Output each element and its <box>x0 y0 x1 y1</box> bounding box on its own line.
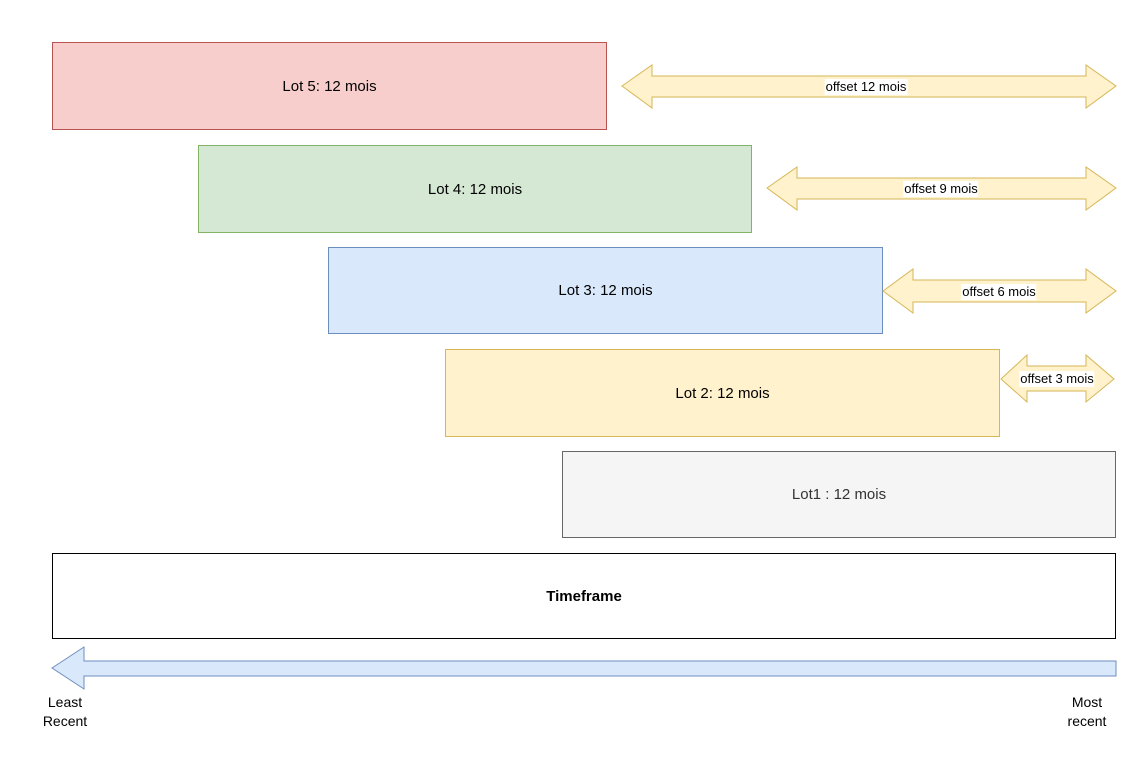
timeframe-box: Timeframe <box>52 553 1116 639</box>
lot-2-box: Lot 2: 12 mois <box>445 349 1000 437</box>
offset-12-label: offset 12 mois <box>824 79 908 95</box>
timeframe-label: Timeframe <box>546 587 622 605</box>
offset-3-label: offset 3 mois <box>1019 371 1095 387</box>
lot-2-label: Lot 2: 12 mois <box>675 384 770 402</box>
lot-1-box: Lot1 : 12 mois <box>562 451 1116 538</box>
lot-5-label: Lot 5: 12 mois <box>282 77 377 95</box>
lot-3-label: Lot 3: 12 mois <box>558 282 653 299</box>
lot-1-label: Lot1 : 12 mois <box>791 486 887 503</box>
lot-4-label: Lot 4: 12 mois <box>427 180 523 198</box>
lot-5-box: Lot 5: 12 mois <box>52 42 607 130</box>
lot-3-box: Lot 3: 12 mois <box>328 247 883 334</box>
lot-4-box: Lot 4: 12 mois <box>198 145 752 233</box>
offset-6-label: offset 6 mois <box>961 284 1037 300</box>
offset-9-label: offset 9 mois <box>903 181 979 197</box>
time-direction-arrow <box>51 646 1117 690</box>
